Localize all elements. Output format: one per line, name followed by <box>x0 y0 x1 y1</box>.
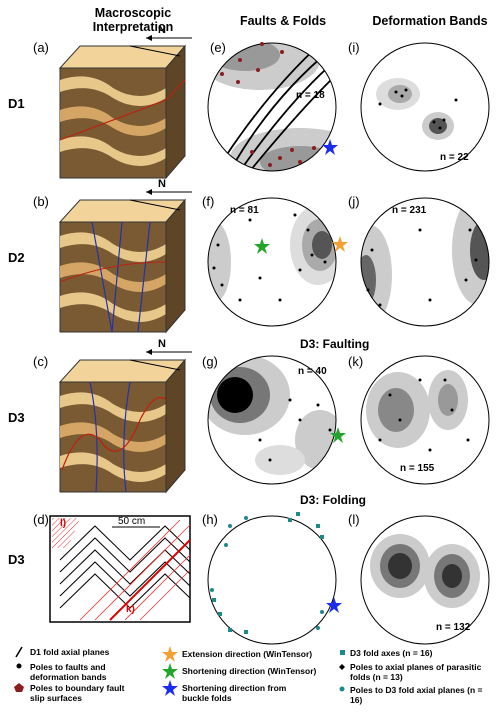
legend-poles-boundary: Poles to boundary fault slip surfaces <box>30 683 125 703</box>
block-diagram-b <box>58 198 187 334</box>
stereonet-i <box>360 42 490 172</box>
panel-label-d: (d) <box>33 512 49 527</box>
panel-label-i: (i) <box>348 40 360 55</box>
scale-label: 50 cm <box>118 516 146 527</box>
stereonet-k <box>360 355 490 485</box>
header-faults-folds: Faults & Folds <box>239 14 327 28</box>
section-line-k: k) <box>126 604 135 615</box>
section-d3-folding: D3: Folding <box>300 493 366 507</box>
section-d3-faulting: D3: Faulting <box>300 337 370 351</box>
legend-extension: Extension direction (WinTensor) <box>182 649 313 659</box>
north-label-b: N <box>158 178 166 190</box>
cross-section-d <box>49 515 191 623</box>
header-macroscopic-text: Macroscopic Interpretation <box>92 6 174 34</box>
panel-label-e: (e) <box>210 40 226 55</box>
north-label-c: N <box>158 338 166 350</box>
panel-label-j: (j) <box>348 194 360 209</box>
row-label-d3-faulting: D3 <box>8 410 25 425</box>
legend-symbols <box>14 646 345 696</box>
legend-d3-axes: D3 fold axes (n = 16) <box>350 648 433 658</box>
panel-label-f: (f) <box>202 194 215 209</box>
count-e: n = 18 <box>296 90 325 101</box>
stereonet-e <box>207 42 338 172</box>
block-diagram-a <box>58 44 187 180</box>
north-label-a: N <box>158 24 166 36</box>
panel-label-l: (l) <box>348 512 360 527</box>
stereonet-l <box>360 515 490 645</box>
count-g: n = 40 <box>298 366 327 377</box>
north-arrow-c <box>146 349 192 355</box>
count-l: n = 132 <box>436 622 471 633</box>
panel-label-g: (g) <box>202 354 218 369</box>
stereonet-f <box>207 197 348 327</box>
legend-buckle: Shortening direction from buckle folds <box>182 683 287 703</box>
count-f: n = 81 <box>230 205 259 216</box>
panel-label-b: (b) <box>33 194 49 209</box>
north-arrow-a <box>146 35 192 41</box>
header-macroscopic: Macroscopic Interpretation <box>58 6 208 34</box>
count-k: n = 155 <box>400 463 435 474</box>
row-label-d1: D1 <box>8 96 25 111</box>
panel-label-c: (c) <box>33 354 49 369</box>
legend-poles-faults: Poles to faults and deformation bands <box>30 662 107 682</box>
legend-fold-axial: D1 fold axial planes <box>30 647 110 657</box>
north-arrow-b <box>146 189 192 195</box>
legend-d3-axial: Poles to D3 fold axial planes (n = 16) <box>350 685 483 705</box>
stereonet-j <box>360 197 490 327</box>
block-diagram-c <box>58 358 187 494</box>
stereonet-g <box>207 355 346 485</box>
header-deformation-bands: Deformation Bands <box>372 14 488 28</box>
legend-shortening: Shortening direction (WinTensor) <box>182 666 317 676</box>
stereonet-h <box>207 512 342 645</box>
section-line-l: l) <box>60 518 67 529</box>
row-label-d2: D2 <box>8 250 25 265</box>
panel-label-h: (h) <box>202 512 218 527</box>
count-i: n = 22 <box>440 152 469 163</box>
panel-label-a: (a) <box>33 40 49 55</box>
row-label-d3-folding: D3 <box>8 552 25 567</box>
count-j: n = 231 <box>392 205 427 216</box>
legend-parasitic: Poles to axial planes of parasitic folds… <box>350 662 482 682</box>
panel-label-k: (k) <box>348 354 364 369</box>
